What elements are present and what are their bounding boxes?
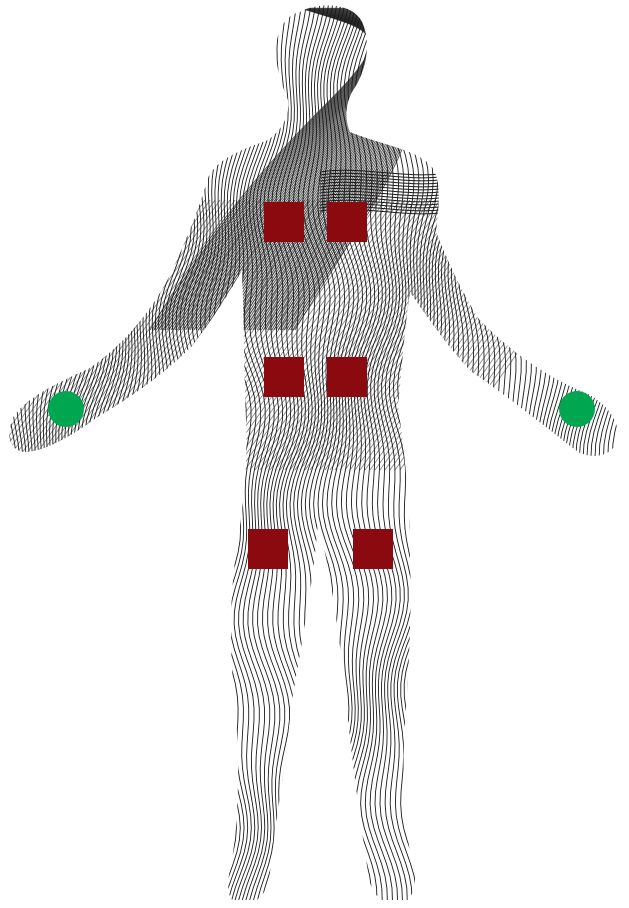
sensor-thigh-left [248, 529, 288, 569]
shoulder-shading [150, 8, 440, 330]
sensor-chest-right [327, 202, 367, 242]
hand-marker-left [48, 391, 84, 427]
sensor-abdomen-right [327, 357, 367, 397]
sensor-chest-left [264, 202, 304, 242]
sensor-abdomen-left [264, 357, 304, 397]
sensor-thigh-right [353, 529, 393, 569]
hand-marker-right [559, 391, 595, 427]
